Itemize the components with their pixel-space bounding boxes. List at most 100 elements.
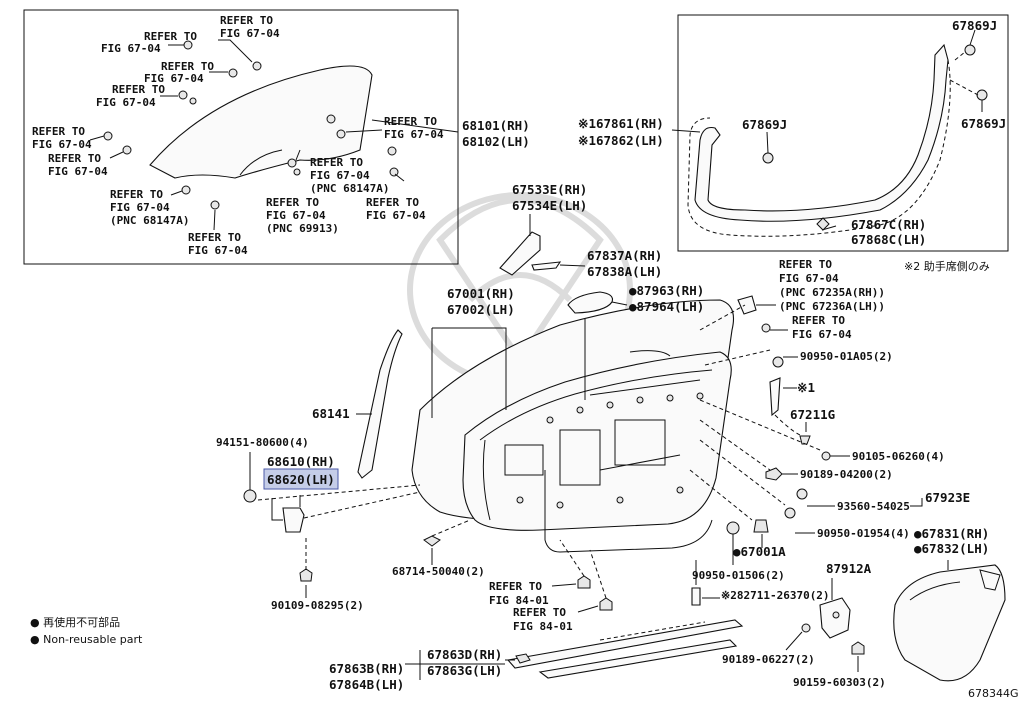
ref-label: REFER TO	[384, 115, 437, 128]
part-label-90950-01506: 90950-01506(2)	[692, 569, 785, 582]
part-label-68610: 68610(RH)	[267, 454, 335, 469]
note-passenger-side-only: ※2 助手席側のみ	[904, 259, 990, 273]
ref-label: REFER TO	[366, 196, 419, 209]
door-seal	[544, 470, 713, 553]
part-label-87912a: 87912A	[826, 561, 872, 576]
part-label-90189-06227: 90189-06227(2)	[722, 653, 815, 666]
ref-label: FIG 67-04	[96, 96, 156, 109]
small-cover	[531, 261, 562, 271]
part-label-68101: 68101(RH)	[462, 118, 530, 133]
part-label-67869j: 67869J	[961, 116, 1006, 131]
mirror-cover	[567, 291, 614, 314]
part-label-67534e: 67534E(LH)	[512, 198, 587, 213]
ref-label: REFER TO	[220, 14, 273, 27]
part-label-67864b: 67864B(LH)	[329, 677, 404, 692]
door-inner-frame	[462, 351, 732, 531]
glass-run-channel	[357, 329, 403, 479]
door-trim-board	[893, 560, 1006, 682]
ref-label: (PNC 68147A)	[310, 182, 389, 195]
part-label-87964: ●87964(LH)	[629, 299, 704, 314]
part-label-67861: ※167861(RH)	[578, 116, 664, 131]
hinge-area	[243, 452, 471, 598]
part-label-90109: 90109-08295(2)	[271, 599, 364, 612]
ref-label: FIG 67-04	[792, 328, 852, 341]
part-label-90189-04200: 90189-04200(2)	[800, 468, 893, 481]
glass-leaders	[89, 39, 459, 231]
right-side-fasteners	[689, 295, 923, 606]
door-assembly	[357, 231, 735, 553]
weatherstrip-box-frame	[677, 14, 1009, 252]
weatherstrip-box	[671, 14, 1009, 252]
ref-label: FIG 67-04	[366, 209, 426, 222]
ref-label: FIG 67-04	[101, 42, 161, 55]
part-label-93560: 93560-54025	[837, 500, 910, 513]
ref-label: REFER TO	[310, 156, 363, 169]
clip-67867c	[816, 217, 830, 231]
part-label-87963: ●87963(RH)	[629, 283, 704, 298]
mirror-bracket	[785, 578, 865, 672]
clip-67869j	[762, 152, 774, 164]
ref-label: REFER TO	[489, 580, 542, 593]
ref-label: REFER TO	[48, 152, 101, 165]
part-label-67831: ●67831(RH)	[914, 526, 989, 541]
ref-label: FIG 67-04	[144, 72, 204, 85]
ref-label: (PNC 68147A)	[110, 214, 189, 227]
part-label-67001: 67001(RH)	[447, 286, 515, 301]
ref-label: FIG 67-04	[48, 165, 108, 178]
ref-label: (PNC 67235A(RH))	[779, 286, 885, 299]
clip-67869j	[976, 89, 988, 101]
ref-label: FIG 84-01	[513, 620, 573, 633]
part-label-90950-01954: 90950-01954(4)	[817, 527, 910, 540]
ref-label: (PNC 67236A(LH))	[779, 300, 885, 313]
ref-label: REFER TO	[110, 188, 163, 201]
rocker-moulding	[505, 619, 744, 679]
ref-label: REFER TO	[266, 196, 319, 209]
bolt-94151	[243, 489, 257, 503]
ref-label: REFER TO	[188, 231, 241, 244]
glass-box-frame	[23, 9, 459, 265]
ref-label: FIG 67-04	[384, 128, 444, 141]
door-inner-details	[504, 350, 704, 509]
part-label-67533e: 67533E(RH)	[512, 182, 587, 197]
part-label-67869j: 67869J	[952, 18, 997, 33]
part-label-68141: 68141	[312, 406, 350, 421]
ref-label: FIG 67-04	[220, 27, 280, 40]
check-67211g	[799, 435, 811, 445]
part-label-67923e: 67923E	[925, 490, 970, 505]
part-label-68620: 68620(LH)	[267, 472, 335, 487]
door-weatherstrip	[694, 43, 949, 222]
ref-label: FIG 67-04	[110, 201, 170, 214]
legend: ● 再使用不可部品 ● Non-reusable part	[30, 615, 143, 646]
diagram-code: 678344G	[968, 687, 1019, 700]
part-label-90950-01a05: 90950-01A05(2)	[800, 350, 893, 363]
lower-refer-labels	[551, 539, 613, 613]
door-glass	[149, 65, 373, 179]
part-label-67863g: 67863G(LH)	[427, 663, 502, 678]
part-label-68102: 68102(LH)	[462, 134, 530, 149]
ref-label: FIG 67-04	[310, 169, 370, 182]
ref-label: FIG 84-01	[489, 594, 549, 607]
ref-label: REFER TO	[161, 60, 214, 73]
part-label-67863d: 67863D(RH)	[427, 647, 502, 662]
ref-label: FIG 67-04	[266, 209, 326, 222]
part-label-82711: ※282711-26370(2)	[721, 589, 830, 602]
ref-label: REFER TO	[792, 314, 845, 327]
stopper-68714	[423, 535, 441, 547]
mark-star1: ※1	[797, 380, 815, 395]
ref-label: FIG 67-04	[779, 272, 839, 285]
ref-label: FIG 67-04	[32, 138, 92, 151]
door-lock-striker	[737, 295, 757, 315]
window-glass-box: REFER TO FIG 67-04 REFER TO FIG 67-04 RE…	[23, 9, 459, 265]
legend-line-en: ● Non-reusable part	[30, 633, 143, 646]
part-label-90159: 90159-60303(2)	[793, 676, 886, 689]
part-label-67001a: ●67001A	[733, 544, 786, 559]
ref-label: REFER TO	[513, 606, 566, 619]
bracket-82711	[691, 587, 701, 606]
door-check	[769, 377, 781, 417]
part-label-67862: ※167862(LH)	[578, 133, 664, 148]
legend-line-jp: ● 再使用不可部品	[30, 615, 120, 629]
bolt-90109	[299, 568, 313, 582]
ref-label: (PNC 69913)	[266, 222, 339, 235]
part-label-90105: 90105-06260(4)	[852, 450, 945, 463]
